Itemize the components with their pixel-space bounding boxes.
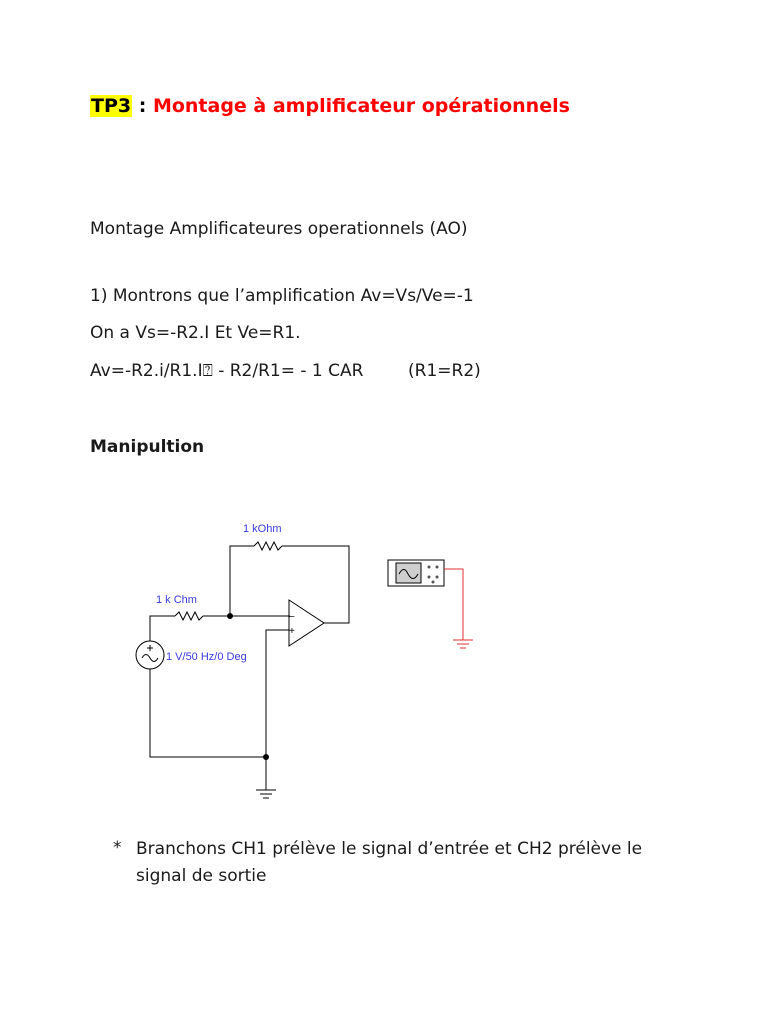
ac-source-wave [141,654,159,662]
noninverting-wire [265,629,289,757]
oscilloscope-wave [398,569,419,579]
title-text: Montage à amplificateur opérationnels [152,95,570,117]
source-label: 1 V/50 Hz/0 Deg [166,651,247,663]
text-line-3: Av=-R2.i/R1.I⍰ - R2/R1= - 1 CAR [90,361,364,381]
junction-node [227,613,233,619]
scope-ground-wire [444,568,464,640]
feedback-wire-left [229,545,254,616]
title-separator: : [132,95,153,117]
resistor-r1 [174,610,204,622]
feedback-wire-right [282,545,350,624]
page-title: TP3 : Montage à amplificateur opérationn… [90,95,570,117]
subtitle: Montage Amplificateures operationnels (A… [90,219,468,239]
resistor-r1-label: 1 k Chm [156,594,197,606]
text-line-3-condition: (R1=R2) [408,361,481,381]
input-wire-top [149,615,175,641]
section-heading: Manipultion [90,437,205,457]
text-line-1: 1) Montrons que l’amplification Av=Vs/Ve… [90,286,474,306]
text-line-2: On a Vs=-R2.I Et Ve=R1. [90,323,301,343]
resistor-r2 [253,540,283,552]
bullet-mark: * [113,838,122,858]
svg-text:+: + [289,626,295,637]
svg-text:−: − [289,612,295,623]
bullet-text: Branchons CH1 prélève le signal d’entrée… [136,839,643,886]
opamp-triangle [288,599,325,647]
oscilloscope-icon [387,559,445,587]
ground-node [263,754,269,760]
title-tp-highlight: TP3 [90,95,133,117]
source-return-wire [149,669,266,758]
resistor-r2-label: 1 kOhm [243,523,282,535]
